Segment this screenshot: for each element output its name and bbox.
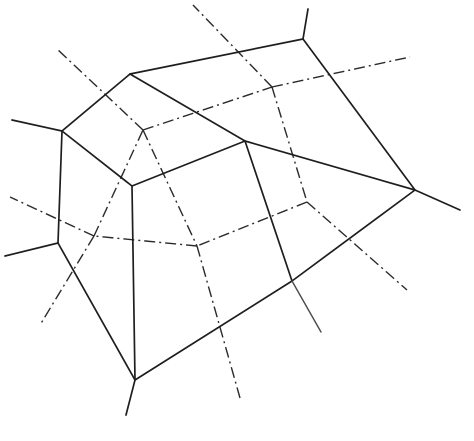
dashdot-edge-RS <box>196 201 308 247</box>
solid-edge-DC <box>244 140 416 191</box>
solid-edge-FG <box>57 130 63 244</box>
solid-edge-DI <box>244 140 293 282</box>
solid-edge-EH <box>131 185 136 381</box>
dashdot-ray-Q-2 <box>271 56 411 88</box>
solid-edge-AD <box>129 73 246 142</box>
solid-edge-HI <box>134 280 293 381</box>
dashdot-ray-T-5 <box>9 196 95 237</box>
dashdot-ray-P-0 <box>55 47 144 131</box>
solid-edge-FE <box>61 130 133 187</box>
solid-ray-H-4 <box>125 379 136 416</box>
solid-ray-I-5 <box>291 280 322 333</box>
dashdot-edge-PS <box>142 129 198 247</box>
dashdot-edge-ST <box>93 235 198 247</box>
solid-ray-B-0 <box>302 8 309 40</box>
dashdot-ray-R-3 <box>306 201 408 291</box>
dashdot-ray-T-6 <box>39 235 95 326</box>
solid-edge-ED <box>131 140 246 187</box>
solid-edge-AB <box>129 38 304 75</box>
solid-ray-F-2 <box>11 119 63 132</box>
dashdot-ray-Q-1 <box>192 4 273 88</box>
solid-ray-C-1 <box>414 189 461 211</box>
solid-edge-IC <box>291 189 416 282</box>
solid-edge-GH <box>57 242 136 381</box>
solid-edge-AF <box>61 73 131 132</box>
dashdot-ray-S-4 <box>196 245 241 399</box>
solid-ray-G-3 <box>4 242 59 257</box>
dashdot-edge-PQ <box>142 86 273 131</box>
dashdot-edge-TP <box>93 129 144 237</box>
dashdot-edge-QR <box>271 86 308 203</box>
solid-edge-BC <box>302 38 416 191</box>
